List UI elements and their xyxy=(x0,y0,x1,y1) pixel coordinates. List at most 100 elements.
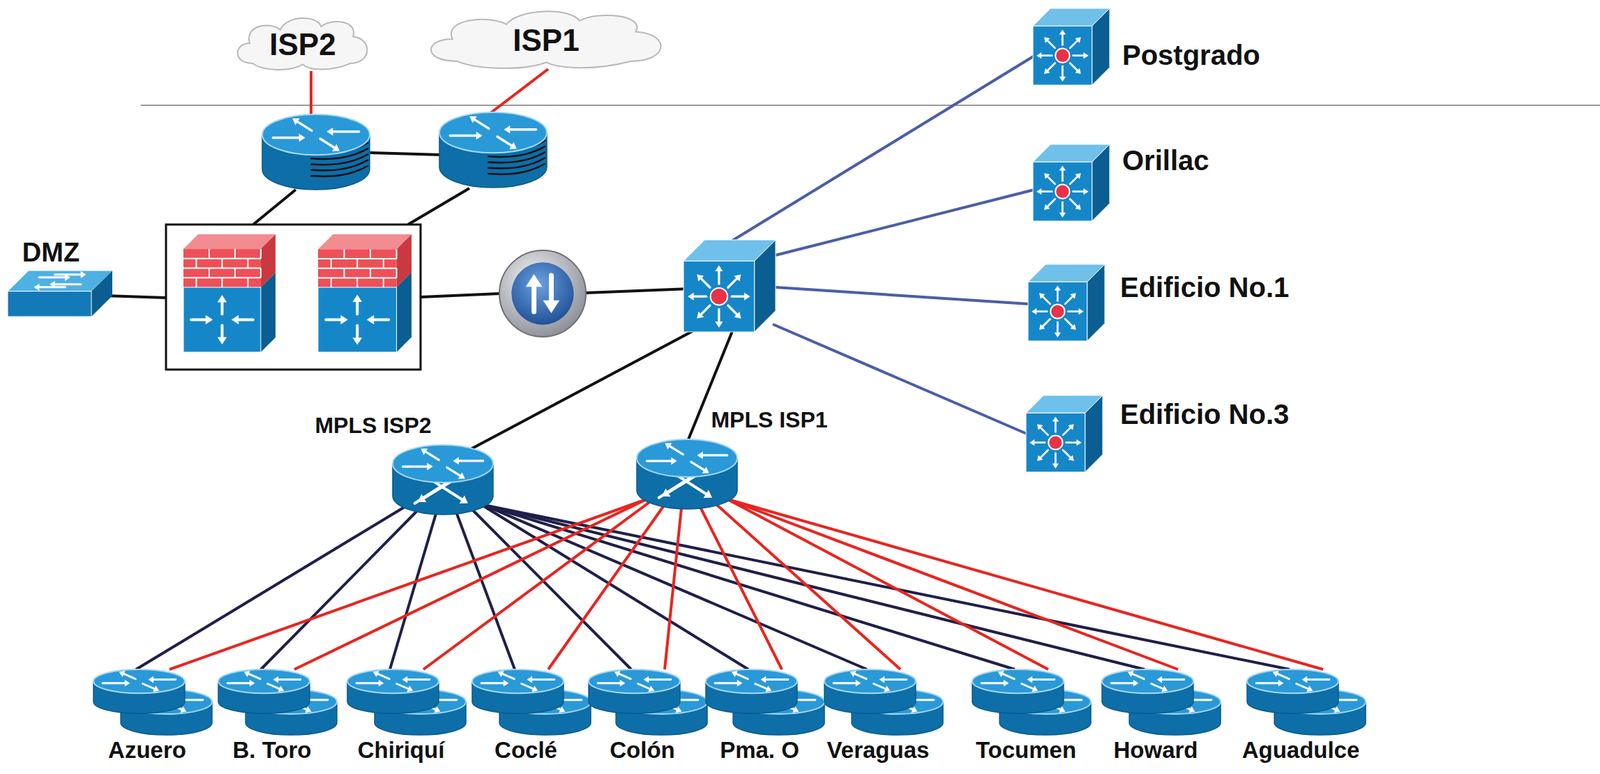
node-label: Chiriquí xyxy=(357,737,445,764)
router-body xyxy=(1102,669,1194,714)
router-icon xyxy=(588,669,708,737)
firewall xyxy=(318,234,412,353)
dmz-link xyxy=(104,295,166,298)
layer3-switch-icon xyxy=(1032,144,1110,222)
node-label: MPLS ISP1 xyxy=(710,408,828,433)
node-label: Aguadulce xyxy=(1242,737,1361,764)
node-label: DMZ xyxy=(22,238,80,268)
mpls-link xyxy=(548,499,669,670)
mpls-router-node: MPLS ISP2 xyxy=(314,413,494,515)
core-link xyxy=(460,326,702,455)
layer3-switch-body xyxy=(1025,395,1103,473)
mpls-link xyxy=(136,504,409,670)
site-router-node: Howard xyxy=(1102,669,1221,764)
node-label: Orillac xyxy=(1122,145,1210,176)
wan-optimizer xyxy=(499,250,586,337)
cloud-outline xyxy=(237,18,368,70)
router-body xyxy=(262,114,370,190)
router-icon xyxy=(705,669,825,737)
router-icon xyxy=(93,669,213,737)
router-body xyxy=(439,112,547,188)
site-router-node: Pma. O xyxy=(705,669,825,764)
switch-node: Orillac xyxy=(1032,144,1210,222)
router-body xyxy=(636,439,738,510)
building-link xyxy=(732,55,1035,241)
building-link xyxy=(775,287,1030,305)
node-label: B. Toro xyxy=(232,737,312,764)
isp-link xyxy=(489,69,549,114)
router-icon xyxy=(824,669,943,737)
layer3-switch-body xyxy=(1032,144,1110,222)
firewall-cluster-box xyxy=(165,224,421,370)
node-label: Edificio No.1 xyxy=(1120,272,1289,303)
cloud-outline xyxy=(430,11,661,69)
cloud-node: ISP1 xyxy=(428,8,664,70)
firewall-link xyxy=(420,293,501,298)
site-router-node: Veraguas xyxy=(824,669,943,764)
mpls-link xyxy=(423,499,654,670)
node-label: Postgrado xyxy=(1122,39,1261,71)
mpls-link xyxy=(169,499,647,670)
router-body xyxy=(93,669,185,714)
mpls-switch-icon xyxy=(392,444,494,515)
mpls-link xyxy=(481,504,749,670)
switch-node: DMZ xyxy=(7,238,113,317)
router-body xyxy=(472,669,564,714)
router-link xyxy=(369,152,441,155)
router-icon xyxy=(1247,669,1366,737)
node-label: Howard xyxy=(1113,737,1198,764)
site-router-node: Colón xyxy=(588,669,708,764)
mpls-link xyxy=(727,499,1324,670)
site-router-node: Azuero xyxy=(93,669,213,764)
node-label: ISP2 xyxy=(269,27,336,62)
router-body xyxy=(824,669,916,714)
mpls-link xyxy=(483,504,1290,670)
core-link xyxy=(585,288,691,293)
layer3-switch-icon xyxy=(1032,8,1110,86)
mpls-link xyxy=(710,499,901,670)
isp-link xyxy=(309,71,313,118)
mpls-switch-icon xyxy=(636,439,738,510)
router-body xyxy=(705,669,798,714)
layer3-switch-body xyxy=(1028,264,1105,342)
site-router-node: Aguadulce xyxy=(1242,669,1366,764)
router-link xyxy=(408,188,470,225)
separator-line xyxy=(140,104,1600,107)
router-link xyxy=(253,189,296,225)
router-body xyxy=(972,669,1064,714)
switch-node: Postgrado xyxy=(1032,8,1261,86)
switch-body xyxy=(7,270,113,317)
router-icon xyxy=(1102,669,1221,737)
cloud-node: ISP2 xyxy=(236,15,369,72)
site-router-node: Tocumen xyxy=(972,669,1091,764)
site-router-node: Chiriquí xyxy=(347,669,466,764)
site-router-node: B. Toro xyxy=(218,669,337,764)
mpls-link xyxy=(294,499,647,670)
router-body xyxy=(588,669,681,714)
layer3-switch-body xyxy=(1032,8,1110,86)
node-label: Colón xyxy=(609,737,675,764)
router-body xyxy=(218,669,310,714)
node-label: MPLS ISP2 xyxy=(314,413,432,439)
router-icon xyxy=(218,669,337,737)
mpls-link xyxy=(727,499,1049,670)
layer3-switch-icon xyxy=(1028,264,1105,342)
node-label: Azuero xyxy=(108,737,187,764)
node-label: Coclé xyxy=(494,737,558,764)
layer3-switch-body xyxy=(683,239,776,332)
node-label: Veraguas xyxy=(827,737,930,764)
switch-node: Edificio No.3 xyxy=(1025,395,1289,473)
router-body xyxy=(347,669,439,714)
node-label: ISP1 xyxy=(512,23,579,58)
site-router-node: Coclé xyxy=(472,669,591,764)
edge-router xyxy=(262,114,370,190)
node-label: Tocumen xyxy=(975,737,1077,764)
mpls-link xyxy=(664,499,683,670)
router-body xyxy=(1247,669,1339,714)
building-link xyxy=(775,189,1035,256)
router-icon xyxy=(972,669,1091,737)
switch-node: Edificio No.1 xyxy=(1028,264,1289,342)
